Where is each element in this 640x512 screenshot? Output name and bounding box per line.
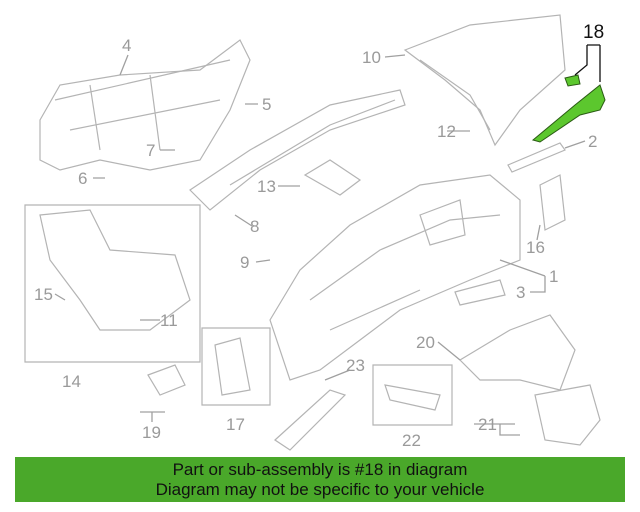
group-17-box <box>201 327 271 406</box>
part-10-windshield-panel <box>403 14 566 147</box>
callout-7: 7 <box>146 141 155 160</box>
group-14-box <box>24 204 201 363</box>
part-4-crossbeam <box>39 39 251 171</box>
callout-4: 4 <box>122 36 131 55</box>
banner-line-1: Part or sub-assembly is #18 in diagram <box>172 460 468 479</box>
callout-2: 2 <box>588 132 597 151</box>
info-banner: Part or sub-assembly is #18 in diagram D… <box>15 457 625 502</box>
callout-10: 10 <box>362 48 381 67</box>
callout-3: 3 <box>516 283 525 302</box>
callout-1: 1 <box>549 267 558 286</box>
callout-19: 19 <box>142 423 161 442</box>
banner-line-2: Diagram may not be specific to your vehi… <box>155 480 485 499</box>
callout-23: 23 <box>346 356 365 375</box>
callout-17: 17 <box>226 415 245 434</box>
callout-21: 21 <box>478 415 497 434</box>
callout-14: 14 <box>62 372 81 391</box>
part-1-instrument-panel <box>269 174 521 381</box>
callout-11: 11 <box>160 311 178 330</box>
callout-22: 22 <box>402 431 421 450</box>
part-dashboard-top <box>189 89 406 211</box>
callout-20: 20 <box>416 333 435 352</box>
callout-9: 9 <box>240 253 249 272</box>
callout-6: 6 <box>78 169 87 188</box>
part-18-highlighted <box>531 44 606 143</box>
part-23-knee-trim <box>274 389 347 451</box>
callout-labels: 4 10 18 5 12 2 7 6 13 8 16 9 1 3 15 11 2… <box>34 22 604 450</box>
callout-15: 15 <box>34 285 53 304</box>
part-16-bracket <box>539 174 566 231</box>
part-20-21-lower-panels <box>459 314 601 446</box>
callout-16: 16 <box>526 238 545 257</box>
group-22-box <box>372 364 453 426</box>
callout-5: 5 <box>262 95 271 114</box>
callout-12: 12 <box>437 122 456 141</box>
callout-8: 8 <box>250 217 259 236</box>
callout-18: 18 <box>583 22 604 43</box>
part-13-panel <box>303 159 362 196</box>
part-3-trim <box>454 279 506 306</box>
callout-13: 13 <box>257 177 276 196</box>
part-2-bracket <box>507 142 566 173</box>
